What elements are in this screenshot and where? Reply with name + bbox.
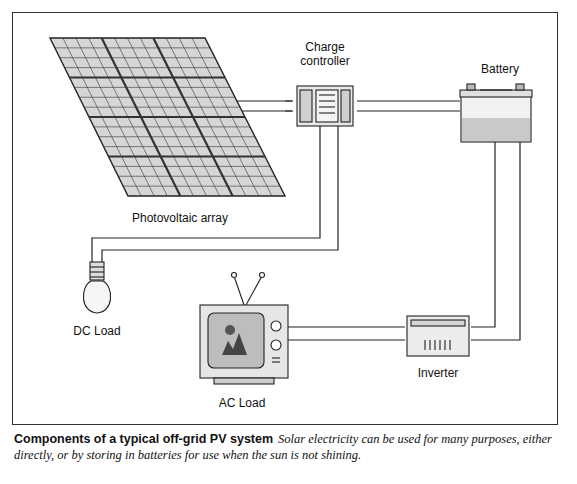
- battery-node: Battery: [460, 62, 540, 142]
- panel-grid-line: [99, 136, 255, 137]
- panel-grid-line: [79, 97, 235, 98]
- inverter-node: Inverter: [405, 314, 471, 380]
- battery-symbol: [460, 84, 532, 142]
- panel-grid-line: [94, 126, 250, 127]
- panel-grid-line: [118, 176, 275, 177]
- wire-line: [471, 142, 520, 340]
- wire: [288, 327, 405, 340]
- wire: [285, 101, 293, 111]
- caption-block: Components of a typical off-grid PV syst…: [14, 431, 559, 463]
- panel-grid-line: [84, 107, 240, 108]
- ac-load-node: AC Load: [196, 270, 288, 410]
- panel-grid-line: [74, 87, 230, 88]
- pv-array-node: Photovoltaic array: [45, 35, 285, 225]
- wire: [92, 126, 338, 262]
- panel-grid-line: [70, 76, 226, 78]
- light-bulb: [83, 262, 110, 313]
- panel-grid-line: [89, 116, 245, 118]
- wire-line: [285, 101, 293, 111]
- charge-controller-symbol: [297, 86, 353, 126]
- dc-load-node: DC Load: [62, 262, 132, 338]
- pv-panel: [50, 38, 292, 196]
- charge-controller-node: Charge controller: [293, 40, 357, 126]
- panel-grid-line: [65, 67, 220, 68]
- wire-line: [288, 327, 405, 340]
- frame: [13, 13, 558, 425]
- panel-grid-line: [113, 166, 270, 167]
- figure-title: Components of a typical off-grid PV syst…: [14, 432, 273, 446]
- wire: [357, 101, 460, 111]
- panel-grid-line: [123, 186, 280, 187]
- panel-grid-line: [109, 155, 266, 157]
- panel-grid-line: [55, 47, 210, 48]
- wire-line: [357, 101, 460, 111]
- inverter-symbol: [407, 316, 469, 356]
- tv-set: [200, 273, 288, 385]
- wire-line: [92, 126, 338, 262]
- panel-grid-line: [104, 146, 260, 147]
- component-label: Charge controller: [293, 40, 357, 68]
- component-label: AC Load: [218, 396, 267, 410]
- component-label: DC Load: [72, 324, 121, 338]
- component-label: Photovoltaic array: [131, 211, 229, 225]
- component-label: Inverter: [417, 366, 460, 380]
- component-label: Battery: [480, 62, 520, 76]
- panel-grid-line: [60, 57, 215, 58]
- wire: [471, 142, 520, 340]
